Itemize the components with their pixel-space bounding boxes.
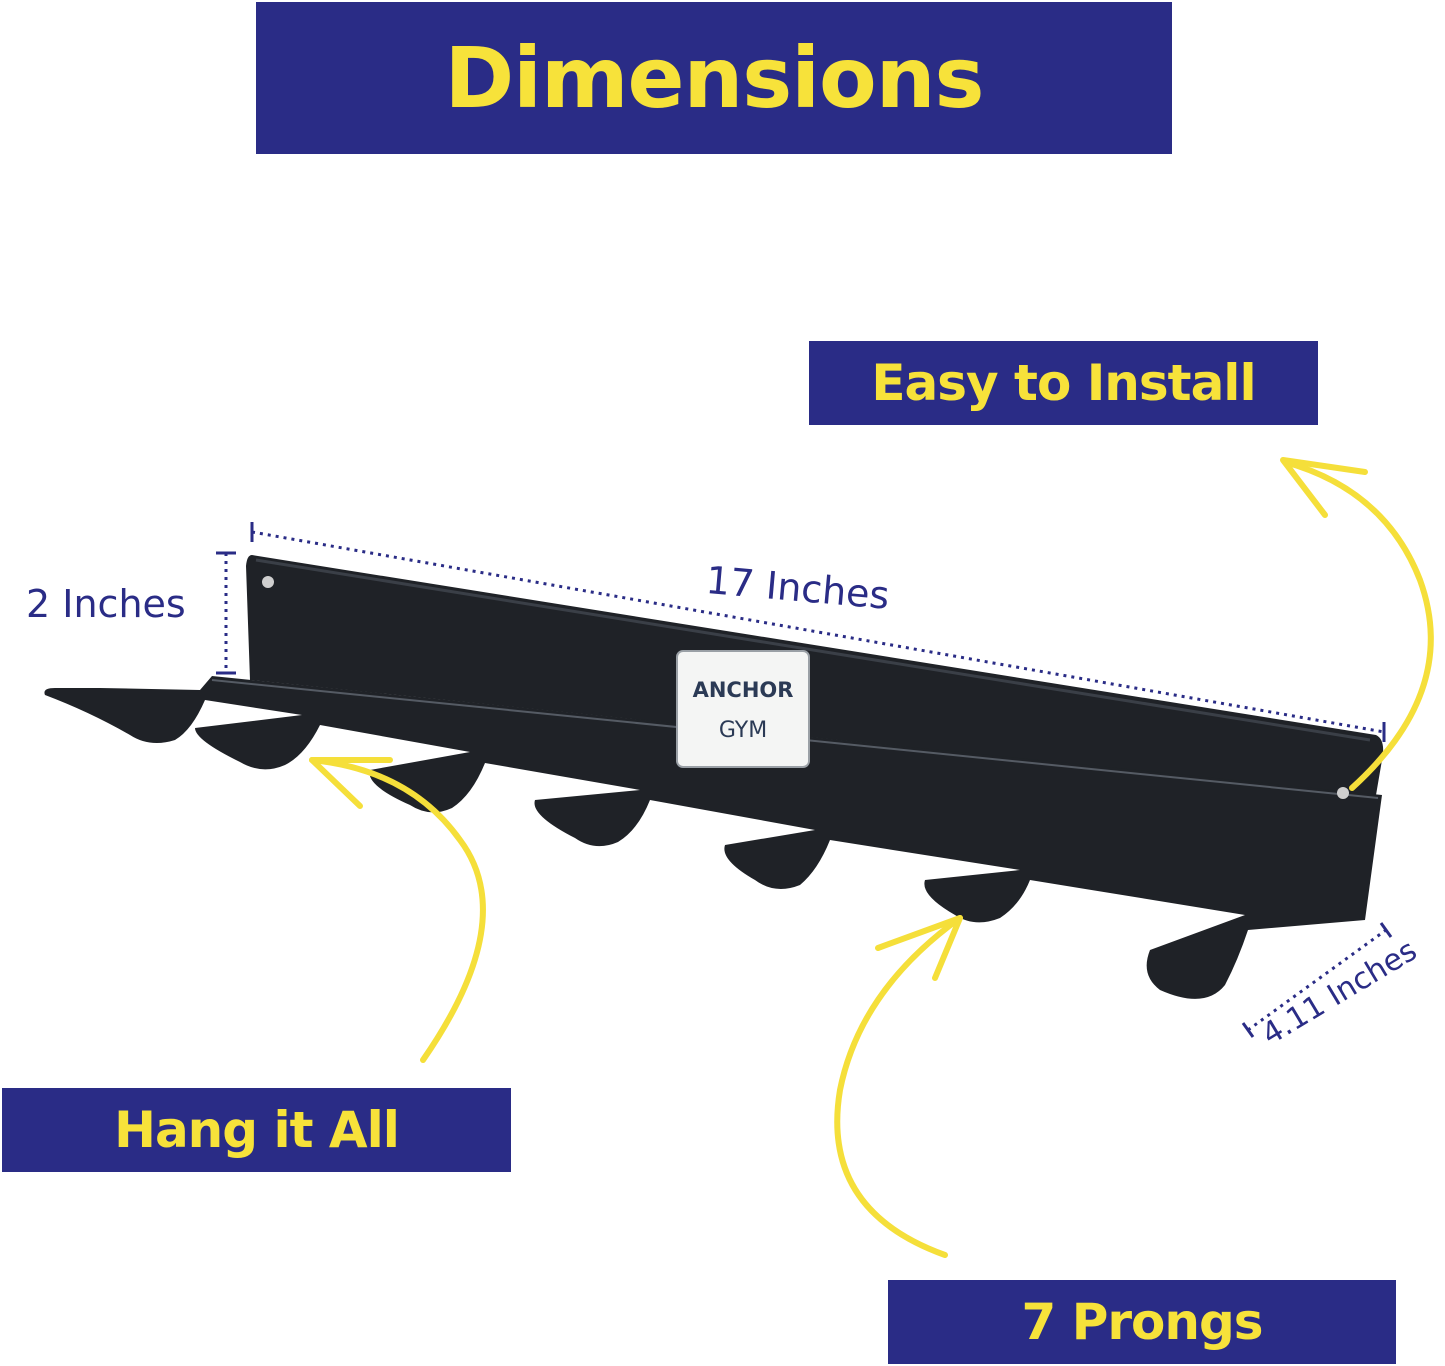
prongs-callout-text: 7 Prongs (1021, 1293, 1264, 1351)
arrow-prongs-head (875, 915, 963, 981)
logo-label (676, 650, 810, 768)
mount-hole-left (262, 576, 274, 588)
arrow-prongs (834, 915, 963, 1258)
arrow-hang-head (309, 757, 393, 809)
install-callout: Easy to Install (809, 341, 1318, 425)
logo-line2: GYM (719, 718, 767, 743)
mount-hole-right (1337, 787, 1349, 799)
logo-line1: ANCHOR (693, 678, 794, 702)
rack-back-plate (246, 555, 1384, 795)
arrow-install-head (1280, 457, 1368, 518)
arrow-install (1282, 459, 1434, 791)
install-callout-text: Easy to Install (871, 354, 1256, 412)
dimension-lines (216, 522, 1393, 1038)
hang-callout-text: Hang it All (114, 1101, 400, 1159)
rack-highlight (255, 558, 1371, 742)
hang-callout: Hang it All (2, 1088, 511, 1172)
title-banner: Dimensions (256, 2, 1172, 154)
callout-arrows (309, 457, 1434, 1258)
prongs-callout: 7 Prongs (888, 1280, 1396, 1364)
arrow-hang (309, 757, 486, 1063)
height-dimension-label: 2 Inches (26, 582, 186, 626)
page-title: Dimensions (444, 29, 984, 127)
